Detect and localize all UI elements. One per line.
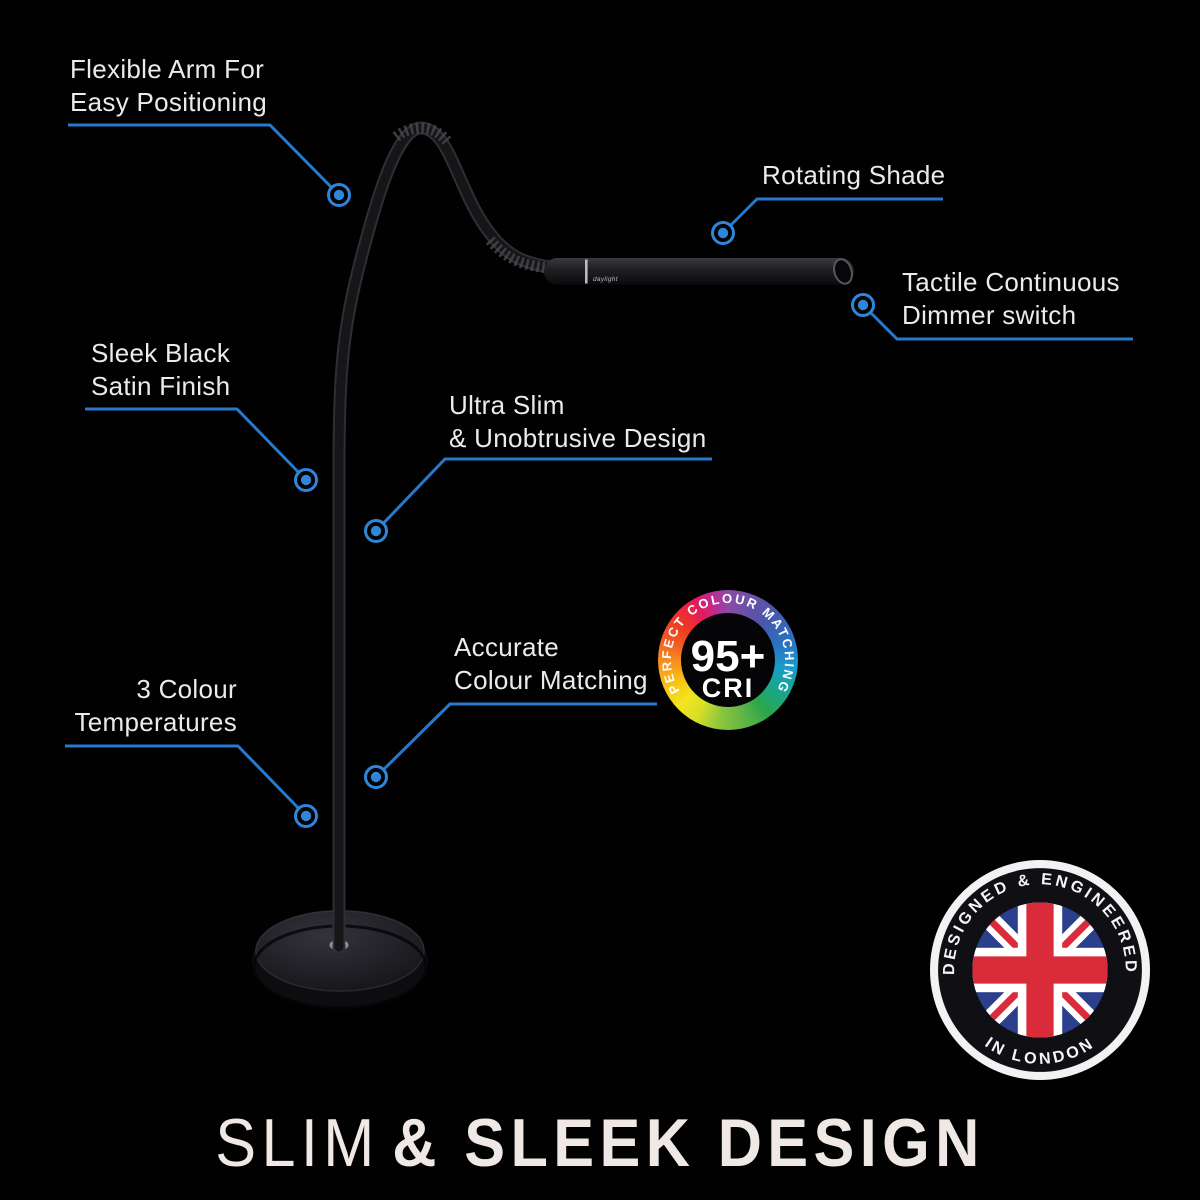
dot-rotating-shade [711, 221, 735, 245]
callout-colour-temps: 3 Colour Temperatures [40, 673, 237, 739]
london-badge-art: DESIGNED & ENGINEERED IN LONDON [930, 860, 1150, 1080]
callout-text: & Unobtrusive Design [449, 423, 707, 453]
line-colour-temps [65, 744, 308, 818]
lamp-head: daylight [544, 258, 854, 285]
dot-ultra-slim [364, 519, 388, 543]
line-flexible-arm [68, 123, 341, 197]
cri-inner-circle [681, 613, 775, 707]
dot-flexible-arm [327, 183, 351, 207]
dot-dimmer-switch [851, 293, 875, 317]
line-rotating-shade [721, 197, 943, 235]
callout-text: Tactile Continuous [902, 267, 1120, 297]
callout-text: Accurate [454, 632, 560, 662]
head-silver-ring [585, 259, 588, 284]
callout-text: 3 Colour [136, 674, 237, 704]
callout-dots [294, 183, 875, 828]
callout-satin-finish: Sleek Black Satin Finish [91, 337, 230, 403]
brand-logo: daylight [593, 276, 619, 283]
line-satin-finish [85, 407, 308, 482]
cri-unit: CRI [702, 673, 755, 703]
dot-colour-temps [294, 804, 318, 828]
line-ultra-slim [374, 457, 712, 533]
dimmer-end-cap [833, 258, 853, 285]
callout-text: Rotating Shade [762, 160, 946, 190]
cri-value: 95+ [691, 632, 766, 681]
callout-colour-matching: Accurate Colour Matching [454, 631, 648, 697]
line-dimmer-switch [861, 303, 1133, 341]
cri-badge-text: PERFECT COLOUR MATCHING 95+ CRI [659, 591, 795, 703]
line-colour-matching [374, 702, 657, 779]
page-title: SLIM& SLEEK DESIGN [60, 1106, 1140, 1181]
callout-text: Ultra Slim [449, 390, 565, 420]
cri-badge: PERFECT COLOUR MATCHING 95+ CRI [658, 590, 798, 730]
callout-text: Temperatures [74, 707, 237, 737]
callout-text: Dimmer switch [902, 300, 1077, 330]
callout-dimmer-switch: Tactile Continuous Dimmer switch [902, 266, 1120, 332]
london-badge: DESIGNED & ENGINEERED IN LONDON [929, 859, 1151, 1081]
callout-rotating-shade: Rotating Shade [762, 159, 945, 192]
callout-lines [65, 123, 1133, 818]
lamp-pole [332, 121, 563, 954]
union-jack-flag [972, 902, 1108, 1038]
dot-satin-finish [294, 468, 318, 492]
callout-text: Flexible Arm For [70, 54, 265, 84]
dot-colour-matching [364, 765, 388, 789]
callout-flexible-arm: Flexible Arm For Easy Positioning [70, 53, 267, 119]
callout-ultra-slim: Ultra Slim & Unobtrusive Design [449, 389, 706, 455]
title-part-slim: SLIM [215, 1105, 380, 1181]
callout-text: Satin Finish [91, 371, 231, 401]
title-part-sleek-design: & SLEEK DESIGN [392, 1105, 985, 1181]
callout-text: Sleek Black [91, 338, 231, 368]
callout-text: Easy Positioning [70, 87, 268, 117]
callout-text: Colour Matching [454, 665, 648, 695]
